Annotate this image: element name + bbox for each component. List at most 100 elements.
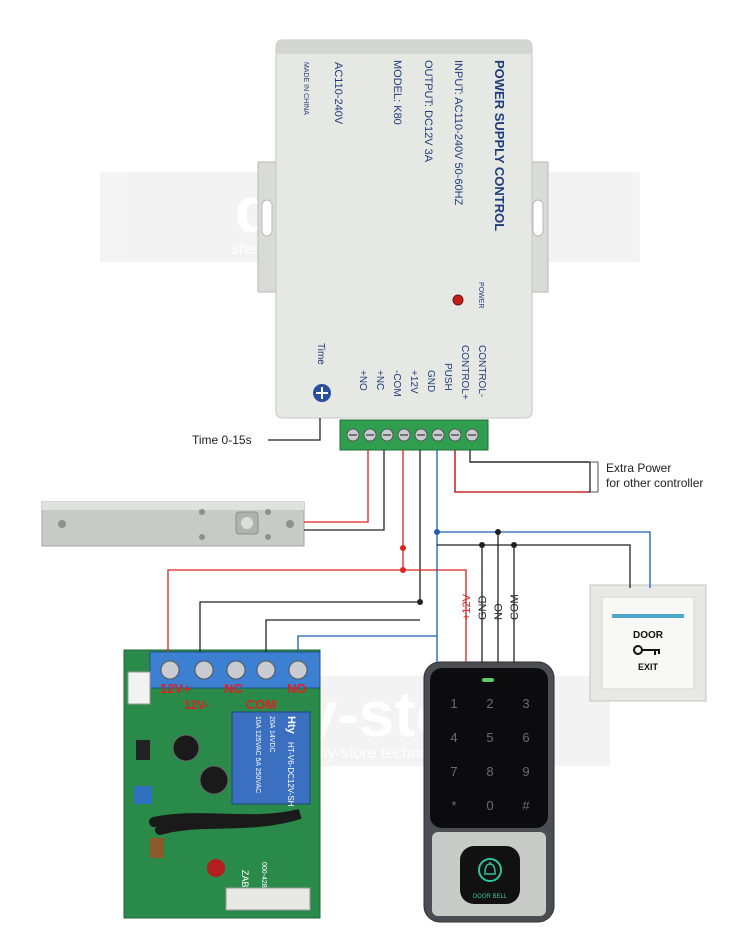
term-label-wrap: GND — [425, 370, 436, 392]
board-code: 000-428 — [260, 862, 267, 888]
keypad-key-8[interactable]: 8 — [486, 764, 493, 779]
wire-relay-no — [297, 635, 437, 652]
power-led-icon — [452, 294, 464, 306]
wire-label-12v: +12V — [461, 593, 473, 620]
keypad-key-hash[interactable]: # — [522, 798, 530, 813]
keypad-status-led — [482, 678, 494, 682]
wire-label-wrap: NO — [493, 603, 505, 620]
knob-cross — [316, 387, 328, 399]
terminal-screw-icon — [194, 660, 214, 680]
term-label-wrap: +NO — [357, 370, 368, 391]
term-label-wrap: +12V — [408, 370, 419, 394]
model-spec-wrap: MODEL: K80 — [391, 60, 403, 125]
power-terminal-block — [339, 419, 489, 451]
junction-dot — [479, 542, 485, 548]
power-label-wrap: POWER — [477, 282, 484, 308]
relay-model: HT-V6-DC12V-SH — [286, 742, 295, 807]
relay-brand: Hty — [285, 716, 297, 735]
wire-lock-black — [304, 450, 385, 531]
lock-screw-icon — [199, 509, 205, 515]
relay-cube — [231, 711, 311, 805]
exit-plate-inner — [601, 596, 695, 690]
keypad-key-0[interactable]: 0 — [486, 798, 493, 813]
junction-dot — [417, 599, 423, 605]
bell-glyph — [484, 862, 496, 875]
power-supply-label-block: POWER SUPPLY CONTROL — [492, 60, 507, 231]
keypad-key-1[interactable]: 1 — [450, 696, 457, 711]
junction-dot — [495, 529, 501, 535]
relay-spec2: 10A 125VAC 5A 250VAC — [254, 716, 261, 793]
keypad-key-5[interactable]: 5 — [486, 730, 493, 745]
input-spec-wrap: INPUT: AC110-240V 50-60HZ — [452, 60, 464, 206]
voltage-spec: AC110-240V — [332, 62, 344, 125]
wire-label-gnd: GND — [477, 596, 489, 621]
wire-control-minus — [454, 450, 591, 493]
jumper-icon — [136, 740, 150, 760]
doorbell-button — [460, 846, 520, 904]
keypad-key-2[interactable]: 2 — [486, 696, 493, 711]
wire-label-no: NO — [493, 603, 505, 620]
keypad-key-4[interactable]: 4 — [450, 730, 457, 745]
coil-icon — [150, 838, 164, 858]
terminal-label: -COM — [391, 370, 402, 397]
terminal-label: +12V — [408, 370, 419, 394]
terminal-label: PUSH — [442, 363, 453, 391]
output-spec: OUTPUT: DC12V 3A — [422, 60, 434, 163]
wire-12v-keypad — [403, 569, 467, 662]
terminal-label: CONTROL- — [476, 345, 487, 397]
wire-push-exit — [437, 544, 631, 588]
time-annotation: Time 0-15s — [192, 433, 252, 447]
time-label: Time — [315, 343, 326, 365]
terminal-label: +NO — [357, 370, 368, 391]
exit-exit-label: EXIT — [638, 662, 659, 672]
keypad-key-6[interactable]: 6 — [522, 730, 529, 745]
power-supply-box: POWER SUPPLY CONTROL INPUT: AC110-240V 5… — [257, 39, 549, 419]
relay-term-nc: NC — [224, 681, 243, 696]
relay-spec1-wrap: 20A 14VDC — [268, 716, 275, 753]
time-label-wrap: Time — [315, 343, 326, 365]
relay-spec2-wrap: 10A 125VAC 5A 250VAC — [254, 716, 261, 793]
voltage-wrap: AC110-240V — [332, 62, 344, 125]
flange-slot — [261, 199, 273, 237]
extra-power-bracket — [590, 461, 599, 493]
terminal-screw-icon — [256, 660, 276, 680]
lock-screw-icon — [265, 534, 271, 540]
keypad-key-9[interactable]: 9 — [522, 764, 529, 779]
keypad-key-star[interactable]: * — [451, 798, 456, 813]
white-connector — [127, 671, 151, 705]
key-icon — [633, 645, 660, 655]
lock-screw-icon — [286, 520, 294, 528]
electric-bolt-lock — [41, 501, 305, 547]
junction-dot — [400, 567, 406, 573]
terminal-label: GND — [425, 370, 436, 392]
terminal-label: +NC — [374, 370, 385, 390]
lock-highlight — [42, 502, 304, 510]
junction-dot — [511, 542, 517, 548]
terminal-screw-icon — [226, 660, 246, 680]
relay-term-com: COM — [246, 697, 276, 712]
lock-screw-icon — [265, 509, 271, 515]
model-spec: MODEL: K80 — [391, 60, 403, 125]
extra-power-line1: Extra Power — [606, 461, 671, 475]
relay-term-no: NO — [287, 681, 307, 696]
term-label-wrap: CONTROL- — [476, 345, 487, 397]
relay-term-12v-minus: 12V- — [184, 698, 209, 712]
wires — [167, 418, 651, 662]
keypad-key-3[interactable]: 3 — [522, 696, 529, 711]
relay-term-12v-plus: 12V+ — [160, 681, 191, 696]
keypad-key-7[interactable]: 7 — [450, 764, 457, 779]
doorbell-label: DOOR BELL — [473, 894, 508, 900]
lock-screw-icon — [199, 534, 205, 540]
board-text-wrap: ZABRI-0 — [240, 870, 250, 905]
capacitor-icon — [172, 734, 200, 762]
wire-control-plus — [454, 450, 588, 493]
keypad-touch-panel — [430, 668, 548, 828]
wire-label-wrap: GND — [477, 596, 489, 621]
dip-switch-icon — [225, 887, 311, 911]
output-spec-wrap: OUTPUT: DC12V 3A — [422, 60, 434, 163]
term-label-wrap: CONTROL+ — [459, 345, 470, 400]
extra-power-line2: for other controller — [606, 476, 703, 490]
flange-slot — [532, 199, 544, 237]
antenna-coil — [149, 809, 302, 835]
lock-screw-icon — [58, 520, 66, 528]
